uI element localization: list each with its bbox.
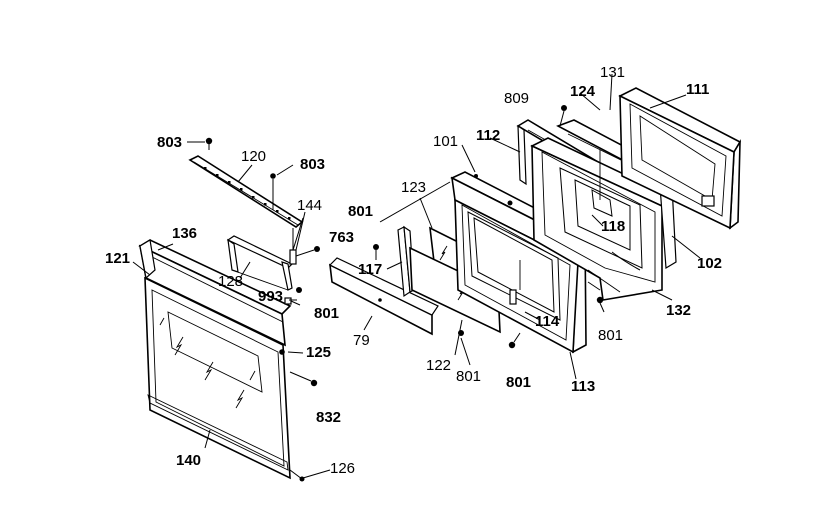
label-144: 144 — [297, 197, 322, 214]
part-labels: 803 120 803 144 763 136 121 128 993 801 … — [105, 64, 722, 477]
label-131: 131 — [600, 64, 625, 81]
label-132: 132 — [666, 302, 691, 319]
label-763: 763 — [329, 229, 354, 246]
label-125: 125 — [306, 344, 331, 361]
label-118: 118 — [601, 218, 625, 235]
leader-lines — [132, 73, 701, 479]
label-79: 79 — [353, 332, 370, 349]
label-803-top: 803 — [157, 134, 182, 151]
label-123: 123 — [401, 179, 426, 196]
label-111: 111 — [686, 81, 709, 98]
label-114: 114 — [535, 313, 560, 330]
label-809: 809 — [504, 90, 529, 107]
label-801-bottom: 801 — [456, 368, 481, 385]
door-handle — [226, 235, 294, 291]
inner-door-liner — [450, 171, 587, 354]
label-121: 121 — [105, 250, 130, 267]
label-117: 117 — [358, 261, 382, 278]
label-801-right: 801 — [598, 327, 623, 344]
label-126: 126 — [330, 460, 355, 477]
vent-strip — [188, 155, 304, 228]
label-128: 128 — [218, 273, 243, 290]
label-112: 112 — [476, 127, 500, 144]
label-122: 122 — [426, 357, 451, 374]
label-140: 140 — [176, 452, 201, 469]
label-801-lower: 801 — [506, 374, 531, 391]
label-124: 124 — [570, 83, 596, 100]
label-136: 136 — [172, 225, 197, 242]
label-102: 102 — [697, 255, 722, 272]
label-101: 101 — [433, 133, 458, 150]
label-832: 832 — [316, 409, 341, 426]
door-baffle — [328, 257, 439, 336]
label-120: 120 — [241, 148, 266, 165]
label-113: 113 — [571, 378, 595, 395]
handle-trim — [138, 239, 292, 347]
screws-left — [205, 137, 320, 482]
label-993: 993 — [258, 288, 283, 305]
label-801-left: 801 — [314, 305, 339, 322]
outer-frame-back — [618, 87, 742, 230]
label-803-right: 803 — [300, 156, 325, 173]
label-801-mid: 801 — [348, 203, 373, 220]
hinge-bracket — [284, 217, 304, 306]
